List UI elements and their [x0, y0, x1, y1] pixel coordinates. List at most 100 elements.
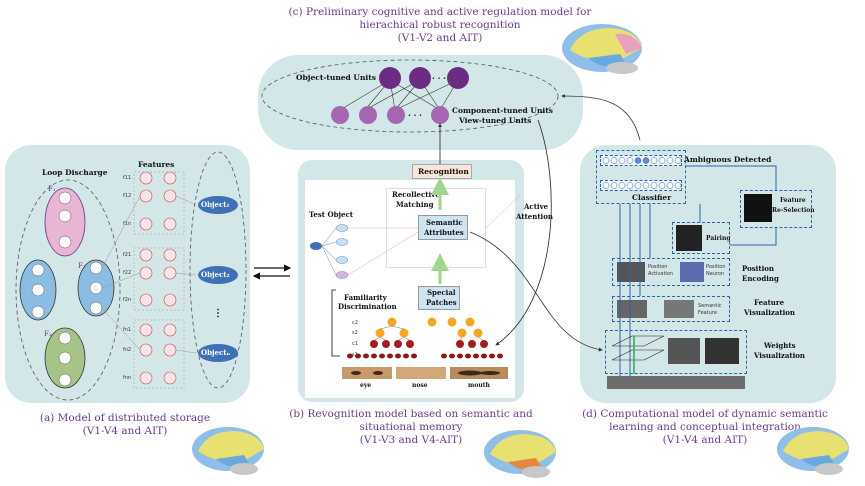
panel-c-caption-line1: (c) Preliminary cognitive and active reg… — [288, 6, 592, 18]
panel-c-caption: (c) Preliminary cognitive and active reg… — [240, 6, 640, 45]
pairing-box — [672, 222, 730, 254]
component-unit-3 — [387, 106, 405, 124]
objectn-label: Objectₙ — [201, 348, 231, 357]
part-label-mouth: mouth — [468, 382, 490, 389]
position-neuron-label-1: Position — [706, 264, 726, 270]
panel-a-caption-line1: (a) Model of distributed storage — [39, 412, 211, 424]
semantic-feature-label-1: Semantic — [698, 303, 722, 309]
pairing-matrix — [676, 225, 702, 251]
active-attention-label-1: Active — [524, 202, 549, 211]
feature-row-label-1: f11 — [123, 175, 132, 181]
object1-label: Object₁ — [201, 200, 230, 209]
feature-visualization-label-2: Visualization — [744, 308, 796, 317]
feature-visualization-image-1 — [617, 300, 647, 318]
panel-c-caption-line2: hierachical robust recognition — [359, 19, 521, 31]
ambiguous-label: Ambiguous Detected — [684, 155, 772, 164]
weights-visualization-label-1: Weights — [764, 341, 796, 350]
active-attention-label-2: Attention — [516, 212, 553, 221]
semantic-attributes-box — [418, 215, 468, 240]
loop-outer — [15, 179, 121, 401]
component-units-ellipsis: . . . — [408, 108, 422, 118]
feature-visualization-image-2 — [664, 300, 694, 318]
position-neuron-label-2: Neuron — [706, 271, 725, 277]
panel-b-caption-line3: (V1-V3 and V4-AIT) — [359, 434, 463, 446]
object1-node — [198, 196, 238, 214]
f3-label: F₃ — [44, 330, 52, 338]
object2-label: Object₂ — [201, 270, 230, 279]
recollective-label-2: Matching — [396, 200, 434, 209]
component-unit-4 — [431, 106, 449, 124]
feature-row-label-9: fnn — [123, 375, 132, 381]
special-patches-box — [418, 286, 460, 310]
position-encoding-label-1: Position — [742, 264, 774, 273]
special-patches-label-1: Special — [427, 288, 456, 297]
panel-d-caption-line3: (V1-V4 and AIT) — [662, 434, 748, 446]
feature-row-label-2: f12 — [123, 193, 132, 199]
panel-b-caption-line2: situational memory — [359, 421, 463, 433]
classifier-label: Classifier — [632, 193, 672, 202]
face-strip — [607, 376, 745, 389]
dots-objects: ⋮ — [213, 308, 223, 319]
familiarity-label-2: Discrimination — [338, 302, 397, 311]
view-tuned-units-label: View-tuned Units — [459, 116, 532, 125]
object-tuned-units-label: Object-tuned Units — [296, 73, 376, 82]
object-unit-2 — [409, 67, 431, 89]
f1-label: F₁ — [48, 185, 56, 193]
feature-reselection-image — [744, 194, 772, 222]
recognition-label: Recognition — [418, 167, 469, 176]
feature-reselection-label-2: Re-Selection — [772, 207, 815, 214]
position-encoding-box — [612, 258, 730, 286]
feature-reselection-box — [740, 190, 812, 228]
eye-patch — [342, 367, 392, 379]
layer-label-c1: c1 — [352, 341, 358, 347]
panel-b-caption-line1: (b) Revognition model based on semantic … — [289, 408, 533, 420]
panel-c-outer-ellipse — [261, 59, 559, 133]
semantic-label-1: Semantic — [426, 218, 463, 227]
panel-c-caption-line3: (V1-V2 and AIT) — [397, 32, 483, 44]
position-activation-label-2: Activation — [648, 271, 674, 277]
objectn-node — [198, 344, 238, 362]
objects-outer-ellipse — [189, 151, 247, 389]
panel-d-caption-line2: learning and conceptual integration — [609, 421, 801, 433]
semantic-feature-label-2: Feature — [698, 310, 717, 316]
component-unit-2 — [359, 106, 377, 124]
feature-row-label-5: f22 — [123, 270, 132, 276]
component-tuned-units-label: Component-tuned Units — [452, 106, 553, 115]
panel-d-caption-line1: (d) Computational model of dynamic seman… — [582, 408, 828, 420]
layer-label-s2: s2 — [352, 330, 358, 336]
panel-b-caption: (b) Revognition model based on semantic … — [266, 408, 556, 447]
panel-d-caption: (d) Computational model of dynamic seman… — [560, 408, 850, 447]
weights-image-1 — [668, 338, 700, 364]
feature-reselection-label-1: Feature — [780, 197, 806, 204]
object2-node — [198, 266, 238, 284]
part-label-eye: eye — [360, 382, 372, 389]
recollective-label-1: Recollective — [392, 190, 440, 199]
part-label-nose: nose — [412, 382, 428, 389]
semantic-label-2: Attributes — [424, 228, 464, 237]
object-units-ellipsis: . . . — [432, 71, 446, 81]
features-label: Features — [138, 160, 175, 169]
nose-patch — [396, 367, 446, 379]
position-neuron-image — [680, 262, 704, 282]
panel-a-caption: (a) Model of distributed storage (V1-V4 … — [10, 412, 240, 438]
f2-label: F₂ — [78, 262, 86, 270]
familiarity-label-1: Familiarity — [344, 293, 387, 302]
position-activation-image — [617, 262, 645, 282]
feature-visualization-label-1: Feature — [754, 298, 785, 307]
object-unit-3 — [447, 67, 469, 89]
feature-visualization-box — [612, 296, 730, 322]
layer-label-s1: s1 — [352, 352, 358, 358]
feature-row-label-6: f2n — [123, 297, 132, 303]
test-object-label: Test Object — [309, 210, 353, 219]
loop-discharge-label: Loop Discharge — [42, 168, 108, 177]
weights-visualization-box — [605, 330, 747, 374]
position-encoding-label-2: Encoding — [742, 274, 779, 283]
pairing-label: Pairing — [706, 235, 731, 242]
